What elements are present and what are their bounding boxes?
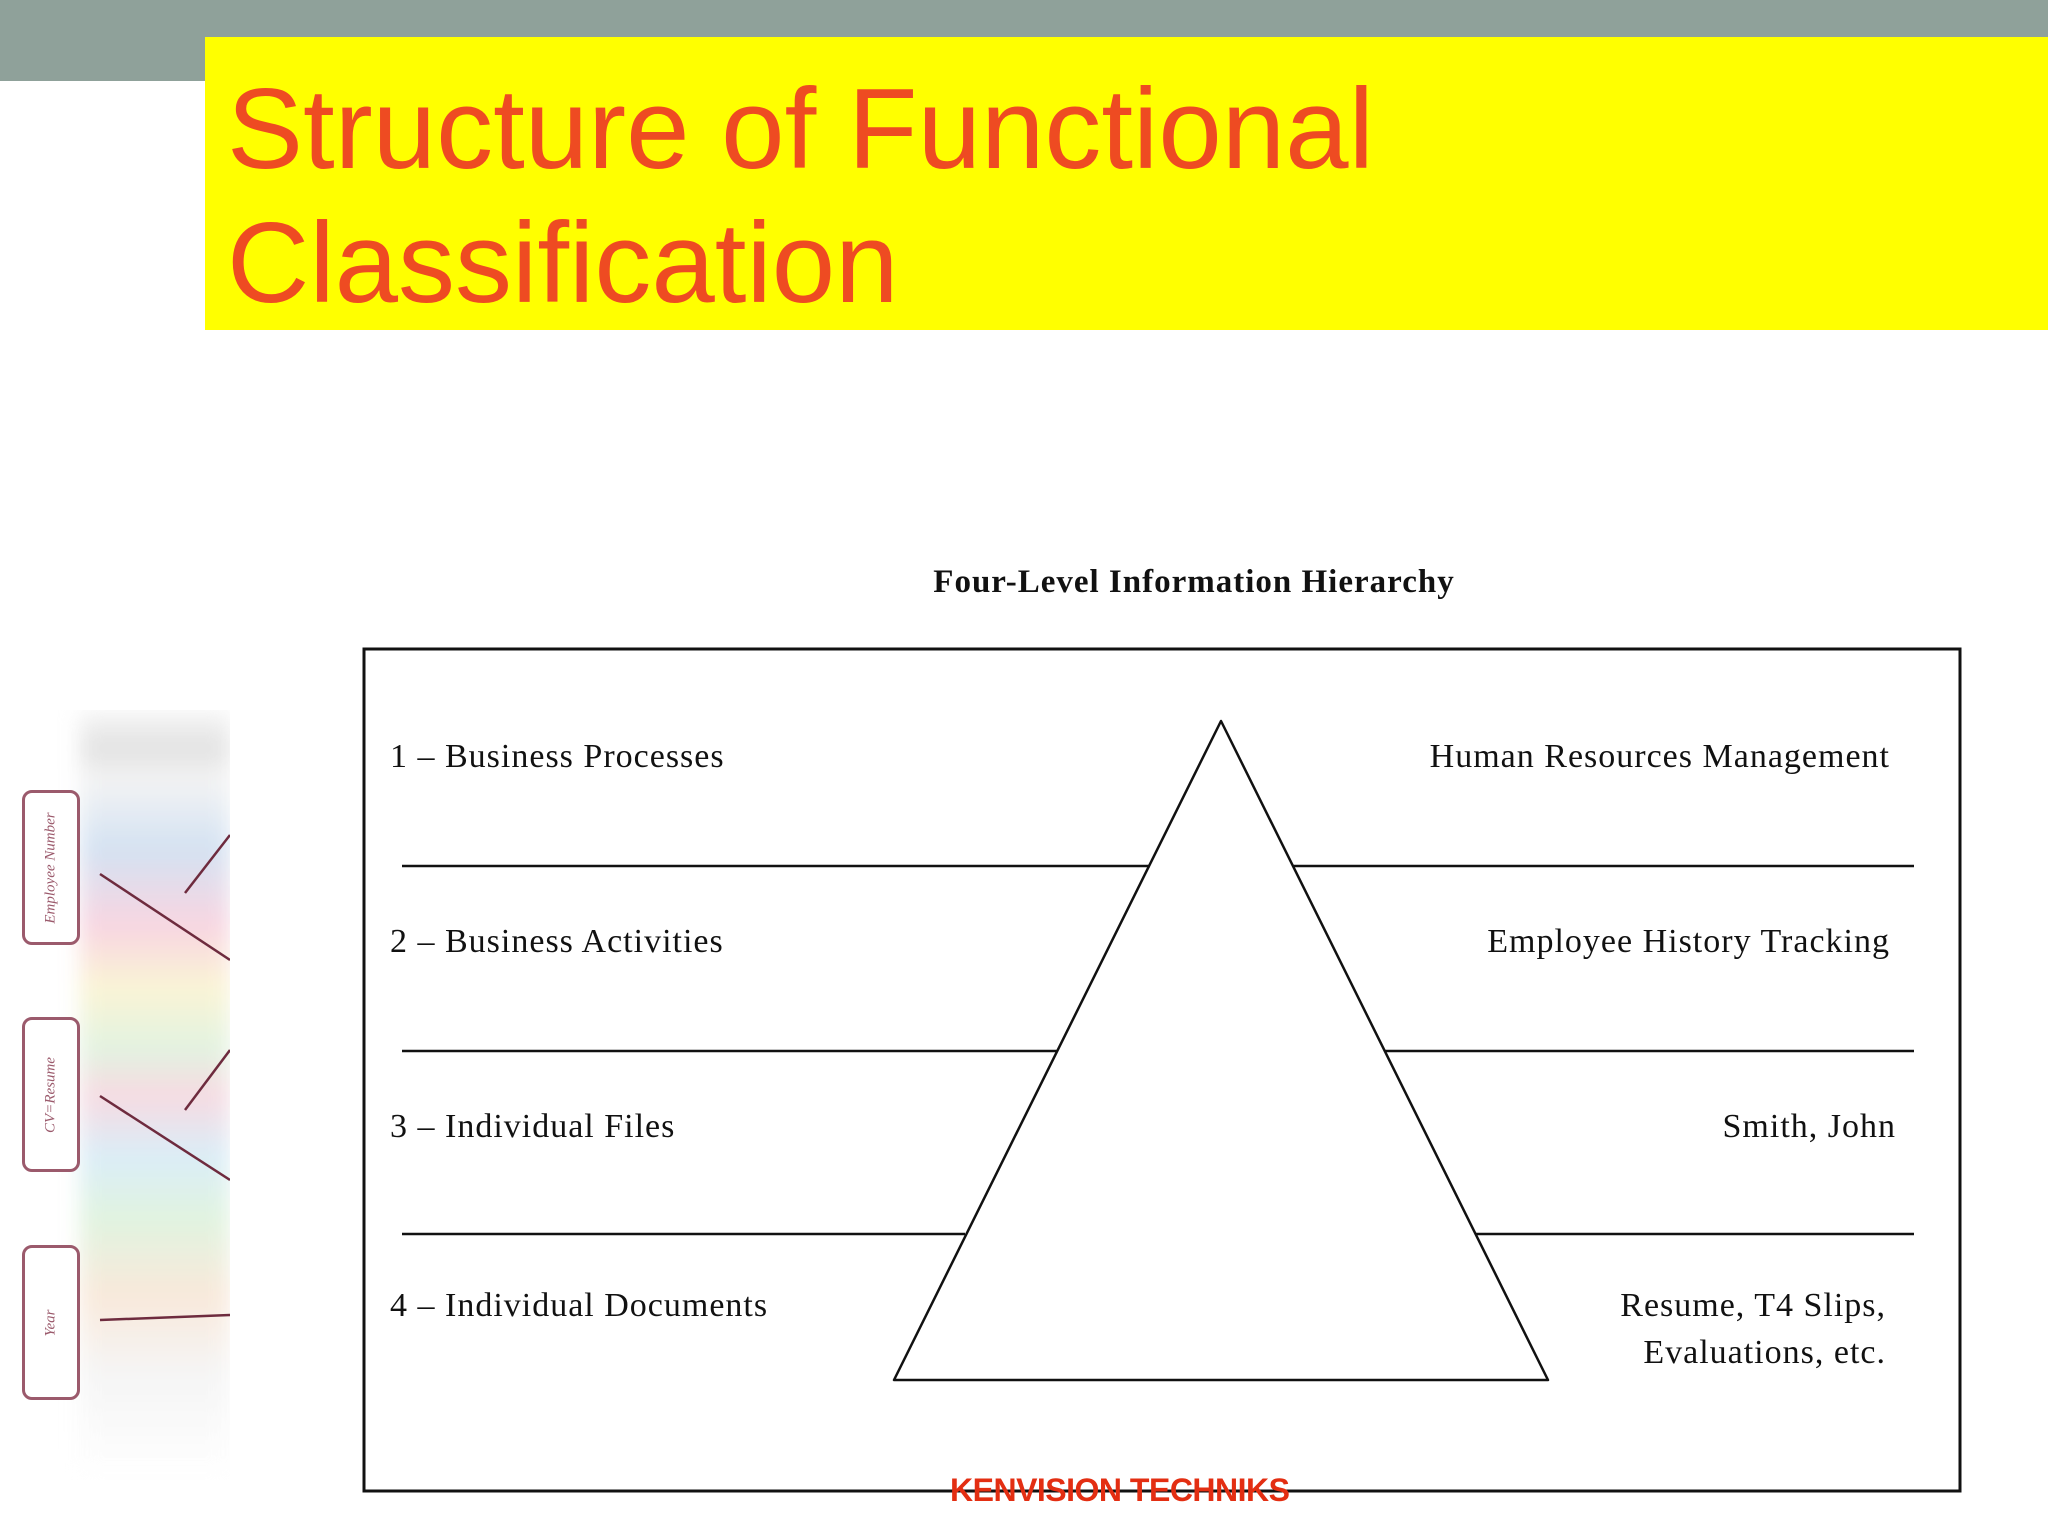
side-connector-line — [99, 1313, 230, 1322]
header-accent-tab — [0, 37, 205, 81]
watermark: KENVISION TECHNIKS — [950, 1472, 1290, 1508]
side-tag-year: Year — [22, 1245, 80, 1400]
level-example-1: Human Resources Management — [1430, 738, 1890, 775]
side-tag-employee-number: Employee Number — [22, 790, 80, 945]
level-label-4: 4 – Individual Documents — [390, 1287, 768, 1324]
level-label-3: 3 – Individual Files — [390, 1108, 675, 1145]
level-example-4-line-2: Evaluations, etc. — [1643, 1334, 1886, 1371]
side-connector-line — [184, 1049, 230, 1111]
level-label-2: 2 – Business Activities — [390, 923, 724, 960]
side-connector-lines — [99, 834, 230, 1322]
hierarchy-title: Four-Level Information Hierarchy — [933, 564, 1454, 600]
side-connector-line — [184, 834, 230, 894]
side-tag-cv-resume: CV=Resume — [22, 1017, 80, 1172]
level-label-1: 1 – Business Processes — [390, 738, 725, 775]
level-example-3: Smith, John — [1723, 1108, 1896, 1145]
hierarchy-frame — [362, 647, 1962, 1493]
hierarchy-diagram: Four-Level Information Hierarchy 1 – Bus… — [362, 564, 1962, 1493]
level-example-2: Employee History Tracking — [1487, 923, 1890, 960]
header-band — [0, 0, 2048, 37]
side-blurred-image — [80, 710, 230, 1480]
hierarchy-pyramid — [892, 719, 1550, 1382]
level-example-4-line-1: Resume, T4 Slips, — [1620, 1287, 1886, 1324]
slide-title: Structure of Functional Classification — [227, 66, 1374, 327]
side-connector-line — [99, 1094, 230, 1182]
side-connector-line — [99, 872, 230, 962]
title-box: Structure of Functional Classification — [205, 37, 2048, 330]
side-panel: Employee Number CV=Resume Year — [0, 710, 230, 1480]
